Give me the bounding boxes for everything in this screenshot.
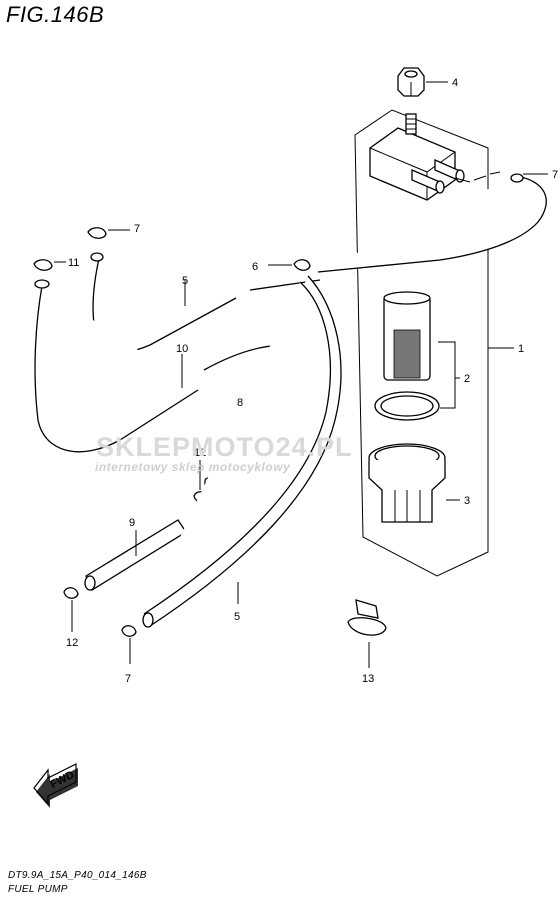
footer-name: FUEL PUMP	[8, 884, 68, 895]
callout-3: 3	[464, 495, 470, 507]
callout-6: 5	[182, 275, 188, 287]
watermark-sub: internetowy sklep motocyklowy	[95, 460, 291, 474]
callout-13: 13	[362, 673, 374, 685]
callout-8: 8	[237, 397, 243, 409]
figure-title: FIG.146B	[6, 2, 105, 27]
callout-7-upper-left: 7	[134, 223, 140, 235]
callout-7-middle: 6	[252, 261, 258, 273]
callout-2: 2	[464, 373, 470, 385]
callout-1: 1	[518, 343, 524, 355]
footer-code: DT9.9A_15A_P40_014_146B	[8, 870, 147, 881]
filter-element-part	[374, 291, 440, 421]
nut-part	[397, 67, 425, 97]
callout-12-center: 12	[194, 447, 206, 459]
callout-9: 10	[176, 343, 188, 355]
callout-10: 9	[129, 517, 135, 529]
callout-12-left: 12	[66, 637, 78, 649]
callout-7-lower: 7	[125, 673, 131, 685]
filter-cup-part	[368, 443, 446, 523]
watermark-main: SKLEPMOTO24.PL	[96, 432, 353, 462]
upper-right-hose	[317, 175, 547, 273]
callout-4: 4	[452, 77, 458, 89]
fwd-arrow-icon: FWD	[33, 763, 78, 808]
bracket-part	[347, 599, 387, 636]
assembly-outline	[354, 109, 489, 577]
hose-9	[34, 285, 199, 453]
callout-5: 5	[234, 611, 240, 623]
callout-7-right: 7	[552, 169, 558, 181]
callout-11-left: 11	[68, 257, 79, 269]
filter-cover-part	[369, 113, 465, 201]
